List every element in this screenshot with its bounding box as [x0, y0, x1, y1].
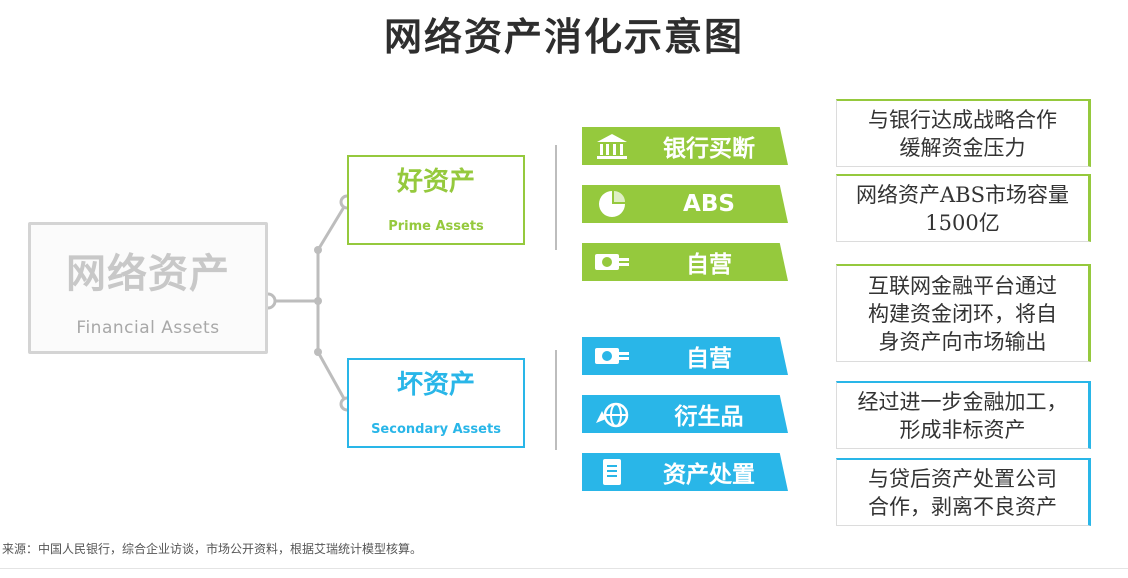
page-title: 网络资产消化示意图	[383, 15, 744, 59]
root-title: 网络资产	[66, 251, 230, 297]
note-line: 经过进一步金融加工，	[857, 389, 1068, 414]
pie-chart-icon	[582, 185, 642, 223]
bank-icon	[582, 127, 642, 165]
root-subtitle: Financial Assets	[76, 318, 220, 338]
note-line: 构建资金闭环，将自	[868, 301, 1057, 326]
method-label: 银行买断	[663, 136, 755, 162]
note-line: 1500亿	[925, 210, 1000, 235]
method-derivatives: 衍生品	[582, 395, 788, 433]
method-label: 自营	[686, 346, 732, 372]
note-abs-market: 网络资产ABS市场容量 1500亿	[836, 174, 1091, 242]
secondary-assets-title: 坏资产	[396, 370, 475, 400]
secondary-assets-box: 坏资产 Secondary Assets	[347, 358, 525, 448]
method-label: 资产处置	[663, 462, 755, 488]
prime-assets-title: 好资产	[396, 167, 475, 197]
source-note: 来源：中国人民银行，综合企业访谈，市场公开资料，根据艾瑞统计模型核算。	[2, 542, 423, 556]
globe-recycle-icon	[582, 395, 642, 433]
note-line: 互联网金融平台通过	[868, 273, 1057, 298]
cash-icon	[582, 337, 642, 375]
note-line: 身资产向市场输出	[878, 329, 1047, 354]
financial-assets-box: 网络资产 Financial Assets	[28, 222, 268, 354]
method-label: 衍生品	[674, 404, 744, 430]
method-self-operated-bad: 自营	[582, 337, 788, 375]
note-line: 形成非标资产	[899, 417, 1026, 442]
note-non-standard-assets: 经过进一步金融加工， 形成非标资产	[836, 381, 1091, 449]
note-line: 合作，剥离不良资产	[868, 494, 1057, 519]
secondary-assets-subtitle: Secondary Assets	[371, 422, 501, 437]
note-disposal-cooperation: 与贷后资产处置公司 合作，剥离不良资产	[836, 458, 1091, 526]
note-line: 与贷后资产处置公司	[868, 466, 1057, 491]
note-fund-loop: 互联网金融平台通过 构建资金闭环，将自 身资产向市场输出	[836, 264, 1091, 362]
prime-assets-box: 好资产 Prime Assets	[347, 155, 525, 245]
note-line: 网络资产ABS市场容量	[856, 182, 1069, 207]
method-label: ABS	[683, 191, 735, 217]
document-icon	[582, 453, 642, 491]
note-bank-cooperation: 与银行达成战略合作 缓解资金压力	[836, 99, 1091, 167]
note-line: 与银行达成战略合作	[868, 107, 1057, 132]
prime-assets-subtitle: Prime Assets	[388, 219, 484, 234]
method-label: 自营	[686, 252, 732, 278]
divider	[0, 568, 1128, 569]
method-asset-disposal: 资产处置	[582, 453, 788, 491]
method-abs: ABS	[582, 185, 788, 223]
method-bank-buyout: 银行买断	[582, 127, 788, 165]
method-self-operated-good: 自营	[582, 243, 788, 281]
cash-icon	[582, 243, 642, 281]
note-line: 缓解资金压力	[899, 135, 1026, 160]
